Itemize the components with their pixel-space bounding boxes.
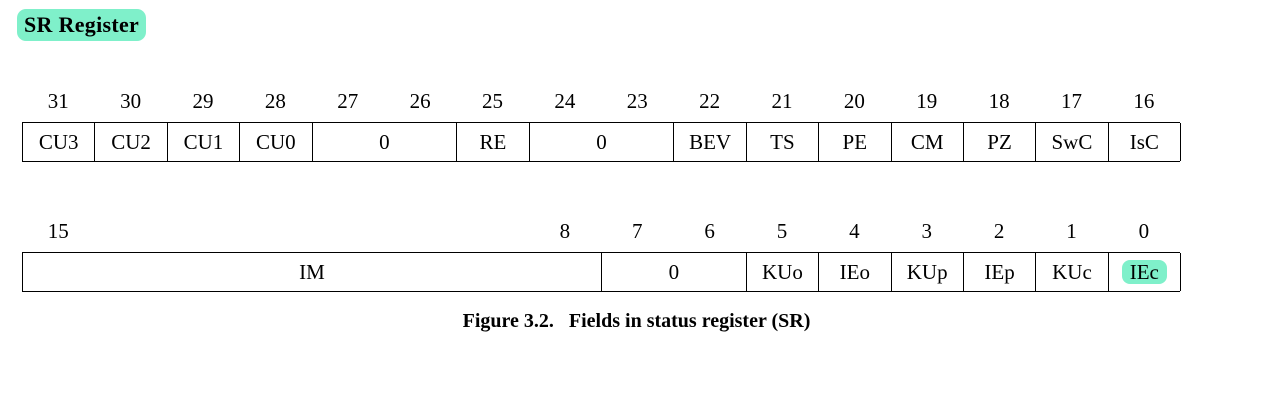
register-field-label: SwC <box>1051 130 1093 154</box>
register-field-kuc: KUc <box>1036 253 1109 291</box>
bit-number-label: 3 <box>921 219 932 243</box>
bit-number-label: 15 <box>47 219 69 243</box>
bit-number-label: 27 <box>337 89 359 113</box>
bit-number-label: 29 <box>192 89 214 113</box>
bit-number-label: 16 <box>1133 89 1155 113</box>
register-field-label: KUo <box>762 260 803 284</box>
register-field-cu0: CU0 <box>240 123 313 161</box>
register-field-label: 0 <box>379 130 390 154</box>
register-field-label: RE <box>479 130 507 154</box>
bit-number-label: 4 <box>849 219 860 243</box>
register-field-im: IM <box>23 253 602 291</box>
figure-caption: Figure 3.2. Fields in status register (S… <box>462 310 811 332</box>
bit-number-label: 5 <box>776 219 788 243</box>
register-field-cu1: CU1 <box>168 123 241 161</box>
register-field-label: IsC <box>1129 130 1159 154</box>
bit-number-label: 2 <box>993 219 1005 243</box>
bit-number-label: 6 <box>704 219 715 243</box>
register-field-label: BEV <box>689 130 732 154</box>
register-field-ieo: IEo <box>819 253 892 291</box>
bit-number-label: 8 <box>559 219 571 243</box>
bit-number-label: 21 <box>771 89 793 113</box>
bit-number-label: 22 <box>699 89 721 113</box>
bit-number-label: 19 <box>916 89 938 113</box>
register-field-0: 0 <box>530 123 675 161</box>
register-field-kuo: KUo <box>747 253 820 291</box>
register-field-pe: PE <box>819 123 892 161</box>
register-field-re: RE <box>457 123 530 161</box>
register-field-label: IEp <box>984 260 1015 284</box>
field-row-high: CU3 CU2 CU1 CU0 0 RE 0 BEV TS PE CM PZ SwC IsC <box>22 122 1181 162</box>
field-row-low: IM 0 KUo IEo KUp IEp KUc IEc <box>22 252 1181 292</box>
bit-number-label: 1 <box>1066 219 1077 243</box>
register-field-0: 0 <box>602 253 747 291</box>
register-field-cu2: CU2 <box>95 123 168 161</box>
register-field-label: CU3 <box>38 130 79 154</box>
register-field-label: 0 <box>596 130 607 154</box>
register-field-bev: BEV <box>674 123 747 161</box>
bit-number-label: 25 <box>481 89 503 113</box>
register-field-isc: IsC <box>1109 123 1181 161</box>
page-title: SR Register <box>17 9 147 41</box>
bit-number-label: 7 <box>631 219 643 243</box>
bit-number-label: 30 <box>120 89 142 113</box>
register-field-swc: SwC <box>1036 123 1109 161</box>
register-field-label: CU0 <box>255 130 296 154</box>
bit-number-label: 31 <box>47 89 69 113</box>
register-field-label: IM <box>299 260 325 284</box>
bit-number-label: 20 <box>843 89 865 113</box>
register-field-kup: KUp <box>892 253 964 291</box>
register-field-label: IEc <box>1121 260 1167 284</box>
register-field-label: TS <box>770 130 795 154</box>
register-field-cm: CM <box>892 123 964 161</box>
bit-number-label: 28 <box>264 89 286 113</box>
register-field-label: 0 <box>668 260 680 284</box>
register-field-label: CU1 <box>183 130 224 154</box>
register-field-label: PZ <box>987 130 1012 154</box>
bit-number-label: 18 <box>988 89 1010 113</box>
bit-number-label: 23 <box>626 89 648 113</box>
register-field-label: CM <box>910 130 944 154</box>
bit-number-label: 17 <box>1060 89 1082 113</box>
register-field-iep: IEp <box>964 253 1037 291</box>
register-field-ts: TS <box>747 123 820 161</box>
bit-number-label: 0 <box>1138 219 1150 243</box>
register-field-label: KUp <box>906 260 948 284</box>
register-field-cu3: CU3 <box>23 123 96 161</box>
bit-number-row-high: 31 30 29 28 27 26 25 24 23 22 21 20 19 18 17 16 <box>22 88 1180 122</box>
register-field-label: IEo <box>839 260 870 284</box>
register-field-iec: IEc <box>1109 253 1181 291</box>
register-field-pz: PZ <box>964 123 1037 161</box>
register-field-0: 0 <box>313 123 458 161</box>
bit-number-label: 24 <box>554 89 576 113</box>
register-field-label: KUc <box>1052 260 1092 284</box>
register-field-label: CU2 <box>111 130 151 154</box>
bit-number-label: 26 <box>409 89 431 113</box>
register-field-label: PE <box>842 130 868 154</box>
bit-number-row-low: 15 8 7 6 5 4 3 2 1 0 <box>22 218 1180 252</box>
